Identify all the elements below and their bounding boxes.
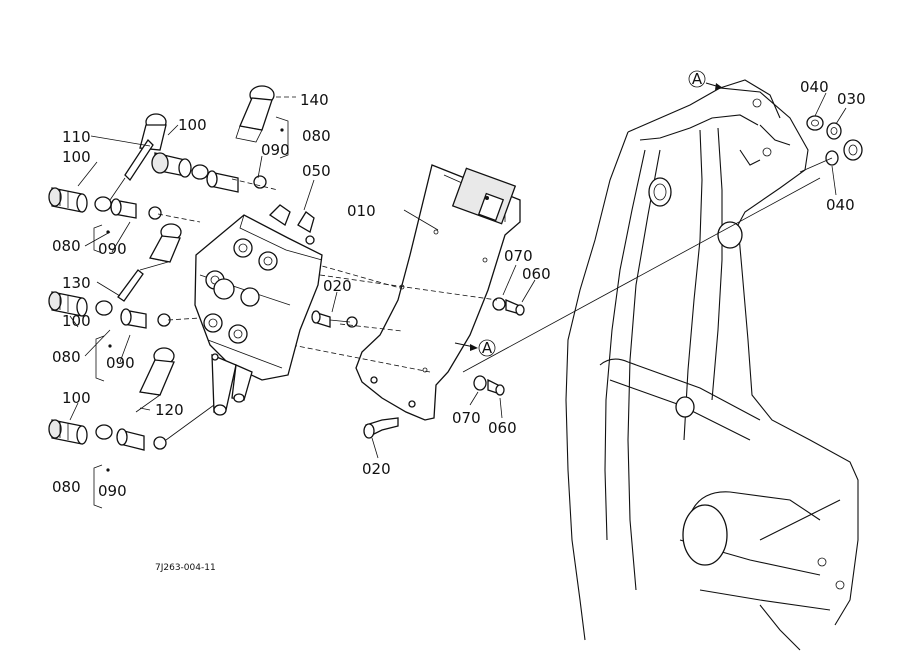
leader-lines [69,92,847,472]
callout-020: 020 [362,460,391,478]
callout-130: 130 [62,274,91,292]
control-valve-body [194,204,323,416]
elbow-fitting-140 [235,85,296,143]
fitting-080-bottom [116,404,215,451]
callout-040: 040 [800,78,829,96]
bolt-020-lower [363,417,399,439]
callout-050: 050 [302,162,331,180]
fitting-080-second [110,198,201,223]
bolt-020-upper [311,310,351,328]
svg-text:A: A [482,339,493,357]
callout-110: 110 [62,128,91,146]
bracket-080-third [95,335,105,382]
elbow-pipe-third [135,347,175,413]
mounting-frame [565,79,859,651]
callout-010: 010 [347,202,376,220]
mounting-plate [346,164,521,421]
reference-marker-a-mid: A [454,339,496,357]
callout-070: 070 [452,409,481,427]
callout-040: 040 [826,196,855,214]
callout-100: 100 [62,312,91,330]
drawing-code: 7J263-004-11 [155,563,216,573]
callout-020: 020 [323,277,352,295]
bolt-washer-lower [473,375,505,396]
callout-120: 120 [155,401,184,419]
callout-100: 100 [62,148,91,166]
callout-140: 140 [300,91,329,109]
callout-090: 090 [261,141,290,159]
callout-070: 070 [504,247,533,265]
callout-090: 090 [106,354,135,372]
bracket-080-second [93,224,103,254]
fitting-080-third [120,308,201,329]
bolt-washer-upper [492,297,525,316]
callout-090: 090 [98,482,127,500]
bracket-080-top [275,116,289,159]
callout-080: 080 [52,348,81,366]
tube-130 [95,269,144,316]
callout-060: 060 [488,419,517,437]
reference-marker-a-top: A [688,70,724,90]
callout-080: 080 [52,237,81,255]
nut-washer-cluster [799,115,863,173]
connector-100-left-bottom [48,419,113,445]
callout-060: 060 [522,265,551,283]
callout-090: 090 [98,240,127,258]
connector-100-left-top [48,187,88,213]
tube-110 [94,138,154,212]
bracket-080-bottom [93,464,103,509]
svg-text:A: A [692,70,703,88]
callout-030: 030 [837,90,866,108]
elbow-pipe-second [139,223,182,271]
callout-100: 100 [62,389,91,407]
fitting-080-top [191,164,279,193]
callout-100: 100 [178,116,207,134]
connector-100-left-mid [48,291,88,317]
callout-labels: 140 100 110 100 080 090 050 010 080 090 … [52,78,866,573]
callout-080: 080 [302,127,331,145]
callout-080: 080 [52,478,81,496]
